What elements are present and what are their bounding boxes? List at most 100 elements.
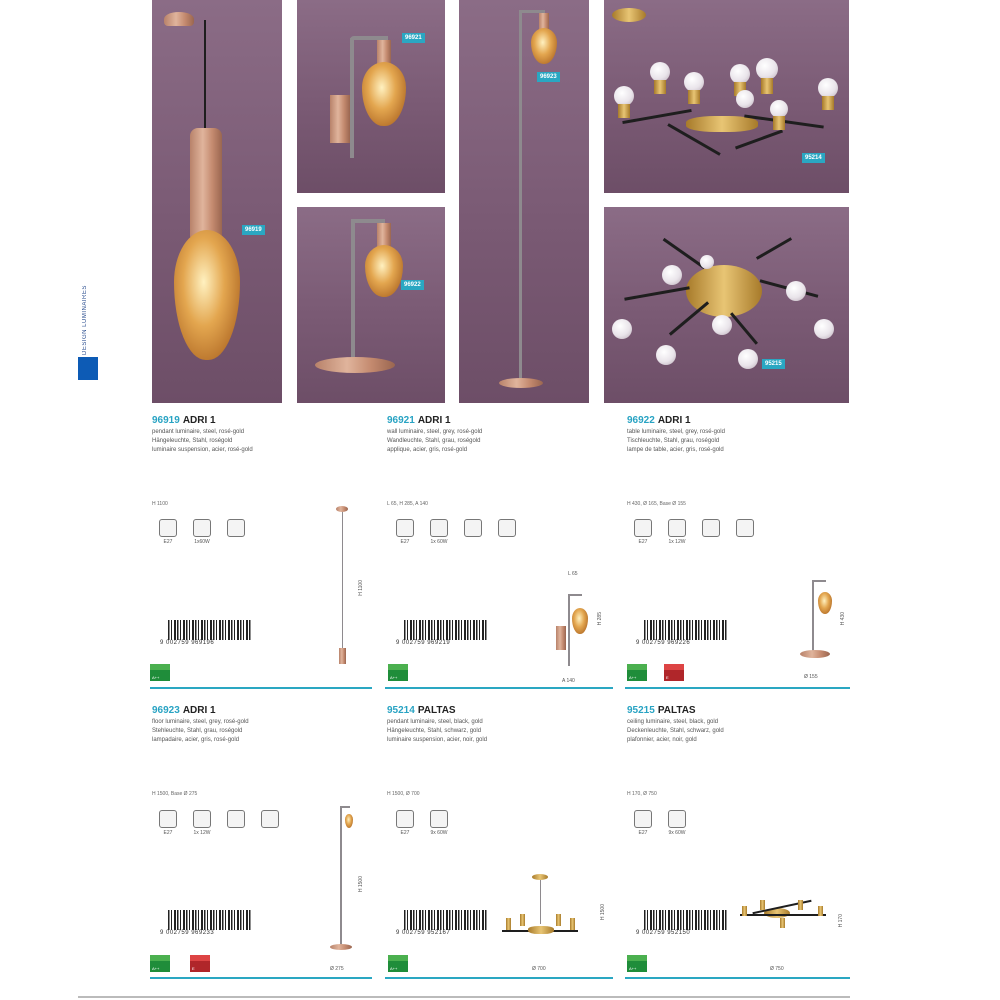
icon-caption: 9x 60W: [668, 830, 686, 836]
globe-bulb: [700, 255, 714, 269]
sketch-holder: [818, 906, 823, 916]
sketch-hub: [764, 908, 790, 918]
e27-socket-icon: [159, 519, 177, 537]
sketch-holder: [506, 918, 511, 930]
sketch-arms: [740, 914, 826, 916]
barcode: 9 002759 969233: [160, 910, 252, 938]
description-fr: lampe de table, acier, gris, rosé-gold: [627, 447, 724, 453]
barcode-bars: [404, 910, 488, 930]
sketch-height: H 430: [840, 612, 846, 626]
sketch-holder: [339, 648, 346, 664]
dimensions: H 1500, Ø 700: [387, 791, 420, 797]
divider: [625, 977, 850, 979]
description-fr: luminaire suspension, acier, noir, gold: [387, 737, 488, 743]
icon-caption: E27: [638, 830, 648, 836]
icon-caption: E27: [400, 539, 410, 545]
barcode-bars: [644, 910, 728, 930]
edison-bulb: [365, 245, 403, 297]
photo-label: 96922: [401, 280, 424, 290]
icon-caption: 9x 60W: [430, 830, 448, 836]
icon-caption: E27: [400, 830, 410, 836]
e27-socket-icon: [634, 519, 652, 537]
sketch-holder: [780, 918, 785, 928]
description-en: ceiling luminaire, steel, black, gold: [627, 719, 719, 725]
sketch-holder: [556, 914, 561, 926]
barcode: 9 002759 952150: [636, 910, 728, 938]
photo-label: 96923: [537, 72, 560, 82]
photo-label: 96919: [242, 225, 265, 235]
sketch-height: H 1100: [358, 580, 364, 596]
energy-label-bulb: E: [190, 955, 210, 972]
energy-label: A++: [150, 955, 170, 972]
spec-icons: E27 1x 60W: [392, 519, 520, 545]
sketch-depth: A 140: [562, 678, 575, 684]
floor-arm: [519, 10, 545, 13]
icon-caption: E27: [638, 539, 648, 545]
energy-label: A++: [388, 664, 408, 681]
sketch-arm-top: [568, 594, 582, 596]
photo-96921: 96921: [297, 0, 445, 193]
globe-bulb: [814, 319, 834, 339]
product-code: 96923: [152, 705, 180, 716]
spec-icons: E27 1x 12W: [630, 519, 758, 545]
sketch-canopy: [336, 506, 348, 512]
arm: [729, 312, 759, 345]
globe-bulb: [712, 315, 732, 335]
description-fr: plafonnier, acier, noir, gold: [627, 737, 697, 743]
sketch-base: [800, 650, 830, 658]
sketch-canopy: [532, 874, 548, 880]
bulb-holder: [654, 80, 666, 94]
side-tab-marker: [78, 357, 98, 380]
energy-label: A++: [627, 955, 647, 972]
sketch-diameter: Ø 155: [804, 674, 818, 680]
barcode-bars: [168, 620, 252, 640]
lamp-holder: [190, 128, 222, 238]
class-icon: [736, 519, 754, 537]
description-de: Deckenleuchte, Stahl, schwarz, gold: [627, 728, 724, 734]
bulb-holder: [688, 90, 700, 104]
photo-label: 95215: [762, 359, 785, 369]
barcode-bars: [404, 620, 488, 640]
spec-icons: E27 1x 12W: [155, 810, 283, 836]
pendant-cord: [204, 20, 206, 130]
globe-bulb: [770, 100, 788, 118]
description-de: Hängeleuchte, Stahl, schwarz, gold: [387, 728, 482, 734]
photo-label: 95214: [802, 153, 825, 163]
energy-class: A++: [152, 675, 160, 680]
class-icon: [498, 519, 516, 537]
energy-label-bulb: E: [664, 664, 684, 681]
bulb-holder: [761, 78, 773, 94]
edison-bulb: [531, 28, 557, 64]
sketch-height: H 170: [838, 914, 844, 928]
globe-bulb: [738, 349, 758, 369]
divider: [150, 687, 372, 689]
sketch-bulb: [345, 814, 353, 828]
globe-bulb: [736, 90, 754, 108]
globe-bulb: [756, 58, 778, 80]
energy-class: A++: [390, 675, 398, 680]
icon-caption: E27: [163, 539, 173, 545]
divider: [625, 687, 850, 689]
sketch-holder: [570, 918, 575, 930]
switch-icon: [464, 519, 482, 537]
globe-bulb: [656, 345, 676, 365]
energy-class: A++: [152, 966, 160, 971]
chandelier-hub: [686, 116, 758, 132]
ean-number: 9 002759 969233: [160, 930, 215, 936]
description-en: pendant luminaire, steel, rosé-gold: [152, 429, 245, 435]
spec-icons: E27 9x 60W: [392, 810, 452, 836]
bulb-icon: [193, 810, 211, 828]
product-name: ADRI 1: [657, 415, 691, 426]
description-en: table luminaire, steel, grey, rosé-gold: [627, 429, 725, 435]
energy-class: E: [192, 966, 195, 971]
bulb-holder: [822, 96, 834, 110]
bulb-icon: [668, 519, 686, 537]
bulb-icon: [430, 810, 448, 828]
photo-label: 96921: [402, 33, 425, 43]
energy-class: A++: [629, 675, 637, 680]
globe-bulb: [612, 319, 632, 339]
table-stem: [351, 221, 355, 366]
lamp-holder: [377, 223, 391, 249]
